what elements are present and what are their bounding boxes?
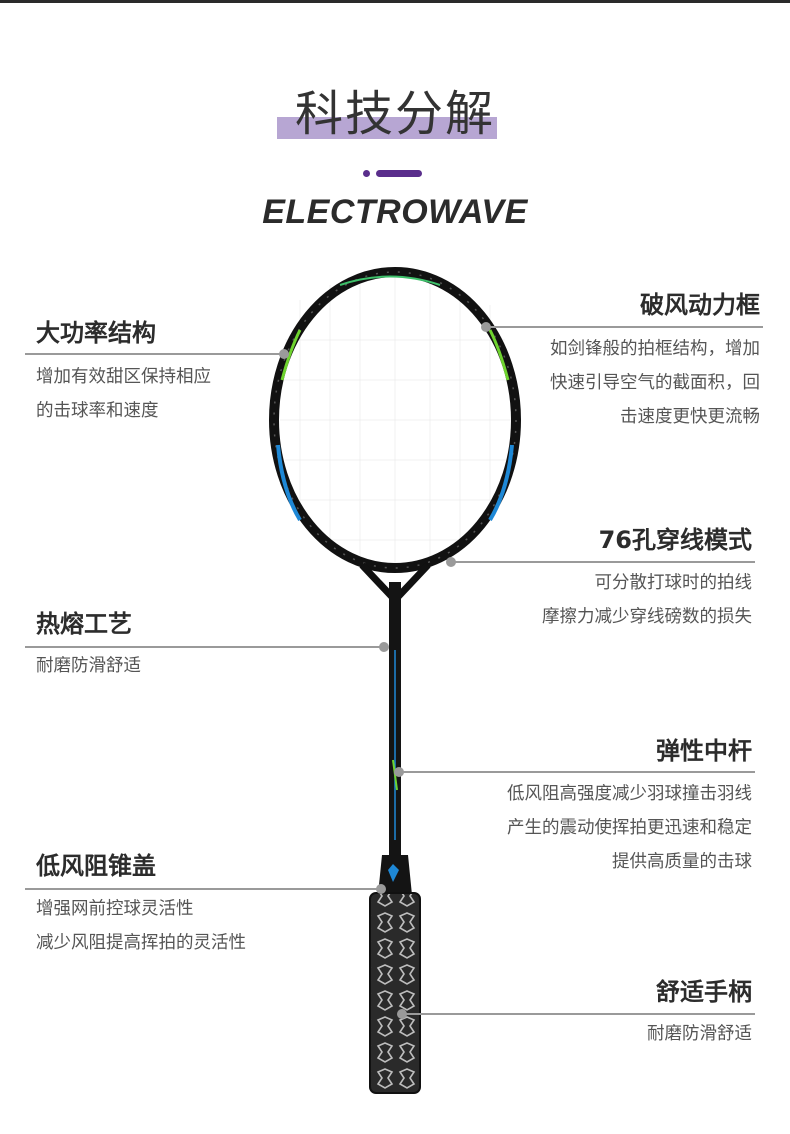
racket-grip [370, 893, 420, 1093]
leader-line [399, 771, 755, 773]
feature-76-holes-desc: 可分散打球时的拍线 摩擦力减少穿线磅数的损失 [542, 573, 752, 627]
page-title: 科技分解 [294, 86, 495, 142]
accent-dot [363, 170, 370, 177]
feature-low-drag-cone-desc: 增强网前控球灵活性 减少风阻提高挥拍的灵活性 [36, 899, 246, 953]
accent-dash [376, 170, 422, 177]
leader-line [402, 1013, 755, 1015]
feature-high-power: 大功率结构 [36, 318, 156, 348]
feature-hot-melt-desc: 耐磨防滑舒适 [36, 656, 141, 676]
feature-high-power-desc: 增加有效甜区保持相应 的击球率和速度 [36, 367, 211, 421]
title-highlight [277, 117, 497, 139]
model-name: ELECTROWAVE [262, 193, 528, 231]
leader-line [451, 561, 755, 563]
feature-title: 破风动力框 [640, 291, 760, 319]
feature-title: 弹性中杆 [656, 737, 752, 765]
feature-title: 76孔穿线模式 [598, 526, 752, 554]
leader-dot [279, 349, 289, 359]
leader-line [25, 353, 283, 355]
leader-line [25, 646, 383, 648]
feature-comfort-grip: 舒适手柄 [656, 977, 752, 1007]
feature-low-drag-cone: 低风阻锥盖 [36, 851, 156, 881]
feature-comfort-grip-desc: 耐磨防滑舒适 [647, 1024, 752, 1044]
feature-wind-frame: 破风动力框 [640, 290, 760, 320]
leader-line [486, 326, 763, 328]
feature-title: 舒适手柄 [656, 978, 752, 1006]
top-rule [0, 0, 790, 3]
racket-strings [278, 274, 512, 565]
feature-title: 大功率结构 [36, 319, 156, 347]
leader-dot [379, 642, 389, 652]
feature-flex-shaft: 弹性中杆 [656, 736, 752, 766]
leader-dot [376, 884, 386, 894]
feature-flex-shaft-desc: 低风阻高强度减少羽球撞击羽线 产生的震动使挥拍更迅速和稳定 提供高质量的击球 [507, 784, 752, 872]
feature-hot-melt: 热熔工艺 [36, 609, 132, 639]
leader-line [25, 888, 380, 890]
feature-title: 低风阻锥盖 [36, 852, 156, 880]
feature-title: 热熔工艺 [36, 610, 132, 638]
feature-76-holes: 76孔穿线模式 [599, 525, 752, 555]
feature-wind-frame-desc: 如剑锋般的拍框结构，增加 快速引导空气的截面积，回 击速度更快更流畅 [550, 339, 760, 427]
